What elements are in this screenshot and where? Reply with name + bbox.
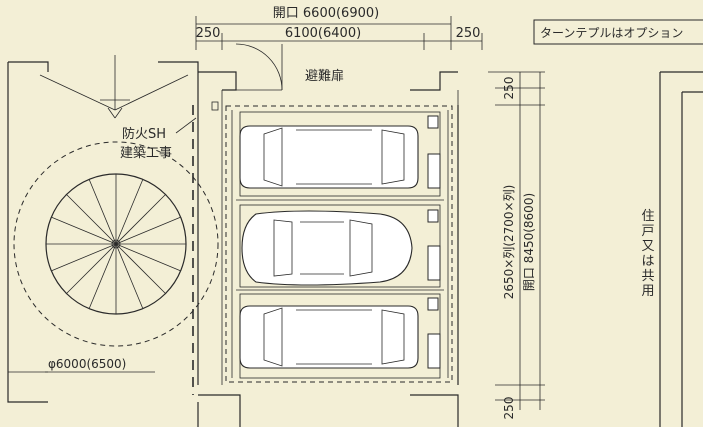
row-pitch-label: 2650×列(2700×列): [502, 185, 516, 300]
opening-height-label: 開口 8450(8600): [522, 193, 536, 291]
car-3: [239, 293, 441, 379]
turntable-diameter-label: φ6000(6500): [48, 357, 126, 371]
turntable-spokes: [46, 174, 186, 314]
turntable-area: [7, 55, 219, 403]
top-dimensions: [195, 16, 483, 50]
dwelling-label: 住戸又は共用: [641, 209, 654, 299]
entrance-arrow: [39, 55, 189, 119]
left-margin-label: 250: [196, 26, 221, 41]
escape-door-label: 避難扉: [305, 68, 344, 84]
bottom-margin-label: 250: [502, 397, 516, 420]
option-note-frame: [533, 19, 703, 45]
right-margin-label: 250: [456, 26, 481, 41]
parking-pallets: [225, 105, 453, 383]
car-2: [239, 204, 441, 288]
top-margin-label: 250: [502, 77, 516, 100]
right-structure: [457, 71, 703, 427]
fire-shutter-label: 防火SH: [122, 126, 166, 142]
option-note: ターンテプルはオプション: [540, 26, 683, 40]
car-1: [239, 111, 441, 197]
building-work-label: 建築工事: [120, 146, 172, 161]
inner-width-label: 6100(6400): [285, 26, 361, 41]
opening-width-label: 開口 6600(6900): [273, 6, 379, 21]
